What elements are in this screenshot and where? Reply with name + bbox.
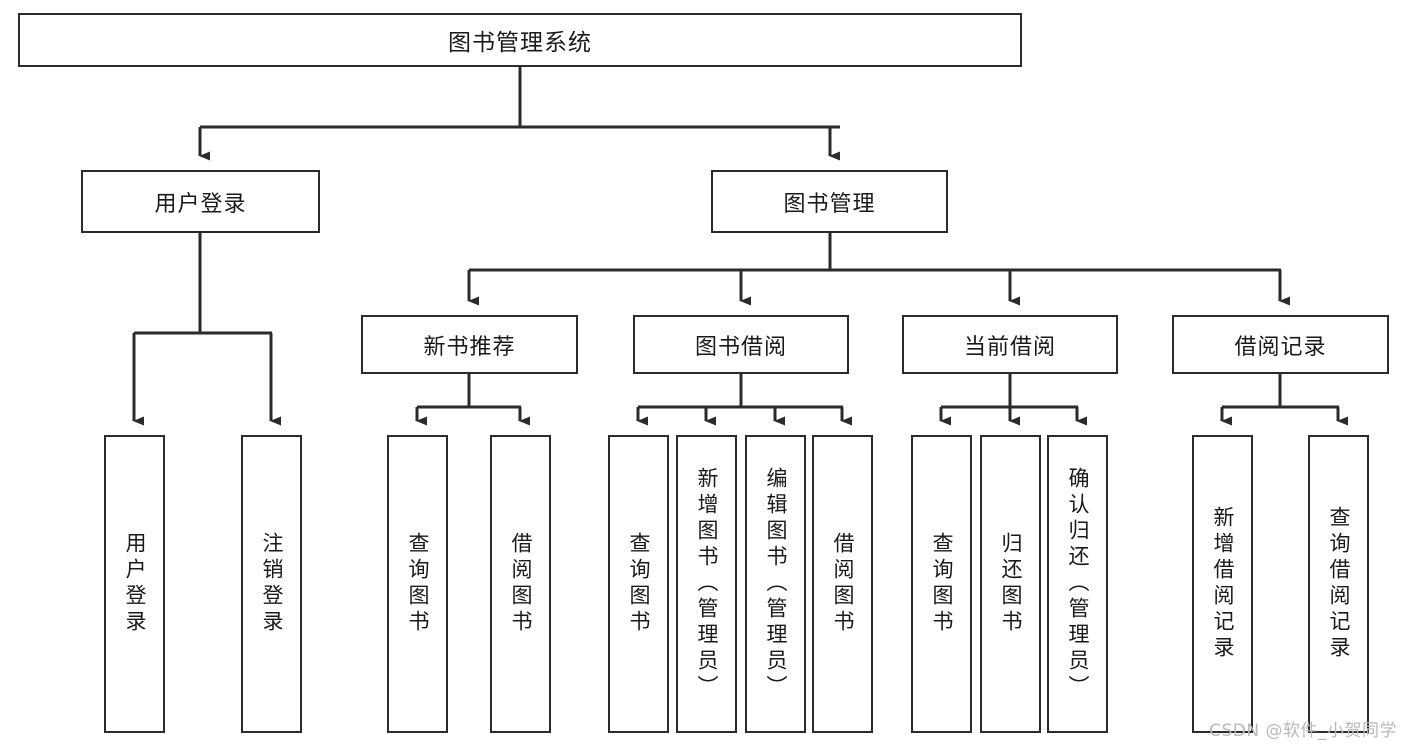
leaf-query-book-new[interactable]: 查询图书	[387, 435, 448, 733]
leaf-return-book-label: 归还图书	[999, 532, 1023, 636]
leaf-edit-book-admin[interactable]: 编辑图书（管理员）	[745, 435, 806, 733]
leaf-confirm-return-admin-label: 确认归还（管理员）	[1066, 467, 1090, 701]
leaf-borrow-book-new-label: 借阅图书	[509, 532, 533, 636]
leaf-borrow-book-label: 借阅图书	[831, 532, 855, 636]
node-borrow-record[interactable]: 借阅记录	[1172, 315, 1389, 374]
leaf-edit-book-admin-label: 编辑图书（管理员）	[764, 467, 788, 701]
node-root-label: 图书管理系统	[448, 30, 592, 56]
leaf-query-book-current[interactable]: 查询图书	[911, 435, 972, 733]
node-current-borrow-label: 当前借阅	[963, 334, 1056, 360]
node-book-borrow-label: 图书借阅	[694, 334, 787, 360]
node-book-borrow[interactable]: 图书借阅	[633, 315, 849, 374]
leaf-borrow-book[interactable]: 借阅图书	[812, 435, 873, 733]
leaf-query-book-current-label: 查询图书	[930, 532, 954, 636]
leaf-logout[interactable]: 注销登录	[241, 435, 302, 733]
leaf-query-borrow-record-label: 查询借阅记录	[1327, 506, 1351, 662]
leaf-user-login[interactable]: 用户登录	[104, 435, 165, 733]
leaf-confirm-return-admin[interactable]: 确认归还（管理员）	[1047, 435, 1108, 733]
leaf-add-borrow-record-label: 新增借阅记录	[1211, 506, 1235, 662]
leaf-user-login-label: 用户登录	[123, 532, 147, 636]
leaf-query-book-new-label: 查询图书	[406, 532, 430, 636]
leaf-return-book[interactable]: 归还图书	[980, 435, 1041, 733]
leaf-add-book-admin[interactable]: 新增图书（管理员）	[676, 435, 737, 733]
node-user-login[interactable]: 用户登录	[81, 170, 320, 233]
leaf-query-book-borrow[interactable]: 查询图书	[608, 435, 669, 733]
node-user-login-label: 用户登录	[154, 191, 247, 217]
node-book-management-label: 图书管理	[783, 191, 876, 217]
leaf-query-book-borrow-label: 查询图书	[627, 532, 651, 636]
leaf-add-borrow-record[interactable]: 新增借阅记录	[1192, 435, 1253, 733]
leaf-logout-label: 注销登录	[260, 532, 284, 636]
node-new-book-recommend-label: 新书推荐	[423, 334, 516, 360]
leaf-query-borrow-record[interactable]: 查询借阅记录	[1308, 435, 1369, 733]
node-new-book-recommend[interactable]: 新书推荐	[361, 315, 578, 374]
node-borrow-record-label: 借阅记录	[1234, 334, 1327, 360]
node-book-management[interactable]: 图书管理	[711, 170, 948, 233]
node-root-book-management-system[interactable]: 图书管理系统	[18, 13, 1022, 67]
leaf-add-book-admin-label: 新增图书（管理员）	[695, 467, 719, 701]
node-current-borrow[interactable]: 当前借阅	[902, 315, 1118, 374]
leaf-borrow-book-new[interactable]: 借阅图书	[490, 435, 551, 733]
